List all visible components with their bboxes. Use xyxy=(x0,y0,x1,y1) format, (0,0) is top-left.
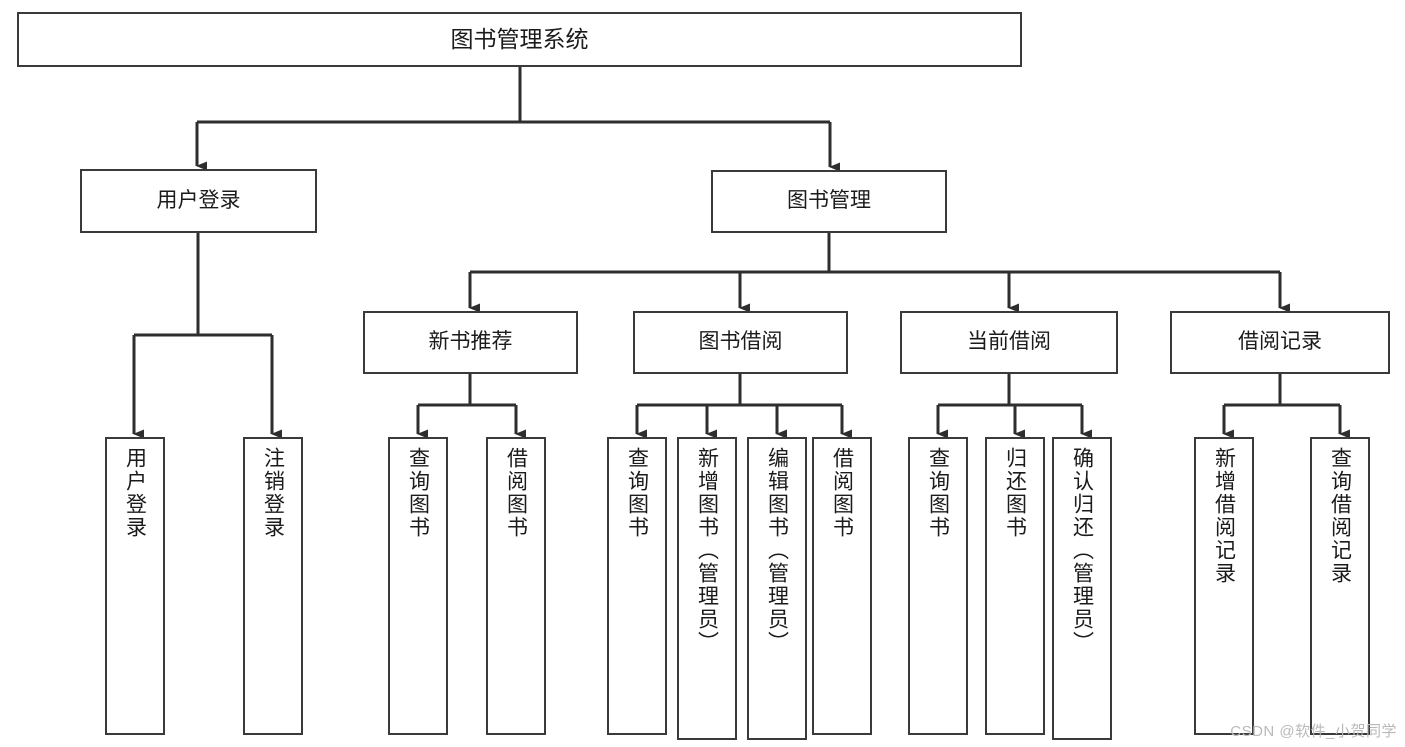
node-borrow-record-label: 借阅记录 xyxy=(1238,330,1322,354)
node-current-borrow[interactable]: 当前借阅 xyxy=(900,311,1118,374)
node-leaf-query-book-1[interactable]: 查询图书 xyxy=(388,437,448,735)
node-leaf-logout-label: 注销登录 xyxy=(261,447,285,539)
node-leaf-query-book-3[interactable]: 查询图书 xyxy=(908,437,968,735)
node-leaf-query-book-3-label: 查询图书 xyxy=(926,447,950,539)
node-leaf-return-book[interactable]: 归还图书 xyxy=(985,437,1045,735)
node-book-borrow-label: 图书借阅 xyxy=(698,330,783,354)
node-leaf-add-record[interactable]: 新增借阅记录 xyxy=(1194,437,1254,735)
node-leaf-return-book-label: 归还图书 xyxy=(1003,447,1027,539)
node-leaf-query-book-2-label: 查询图书 xyxy=(625,447,649,539)
node-leaf-add-book-label: 新增图书（管理员） xyxy=(695,447,719,654)
node-leaf-logout[interactable]: 注销登录 xyxy=(243,437,303,735)
node-leaf-user-login-label: 用户登录 xyxy=(123,447,147,539)
node-leaf-query-record[interactable]: 查询借阅记录 xyxy=(1310,437,1370,735)
node-leaf-user-login[interactable]: 用户登录 xyxy=(105,437,165,735)
node-leaf-edit-book[interactable]: 编辑图书（管理员） xyxy=(747,437,807,740)
node-root[interactable]: 图书管理系统 xyxy=(17,12,1022,67)
node-leaf-borrow-book-2[interactable]: 借阅图书 xyxy=(812,437,872,735)
node-leaf-borrow-book-1-label: 借阅图书 xyxy=(504,447,528,539)
node-user-login-label: 用户登录 xyxy=(156,188,241,212)
node-leaf-add-book[interactable]: 新增图书（管理员） xyxy=(677,437,737,740)
node-leaf-confirm-return[interactable]: 确认归还（管理员） xyxy=(1052,437,1112,740)
node-leaf-edit-book-label: 编辑图书（管理员） xyxy=(765,447,789,654)
node-user-login[interactable]: 用户登录 xyxy=(80,169,317,233)
node-leaf-query-record-label: 查询借阅记录 xyxy=(1328,447,1352,585)
node-book-manage[interactable]: 图书管理 xyxy=(711,170,947,233)
node-leaf-borrow-book-1[interactable]: 借阅图书 xyxy=(486,437,546,735)
node-leaf-add-record-label: 新增借阅记录 xyxy=(1212,447,1236,585)
node-leaf-confirm-return-label: 确认归还（管理员） xyxy=(1070,447,1094,654)
node-borrow-record[interactable]: 借阅记录 xyxy=(1170,311,1390,374)
node-book-manage-label: 图书管理 xyxy=(787,189,871,213)
node-book-borrow[interactable]: 图书借阅 xyxy=(633,311,848,374)
node-new-book-rec-label: 新书推荐 xyxy=(428,330,513,354)
node-new-book-rec[interactable]: 新书推荐 xyxy=(363,311,578,374)
node-leaf-borrow-book-2-label: 借阅图书 xyxy=(830,447,854,539)
node-leaf-query-book-2[interactable]: 查询图书 xyxy=(607,437,667,735)
node-leaf-query-book-1-label: 查询图书 xyxy=(406,447,430,539)
node-root-label: 图书管理系统 xyxy=(450,25,589,52)
node-current-borrow-label: 当前借阅 xyxy=(967,330,1051,354)
